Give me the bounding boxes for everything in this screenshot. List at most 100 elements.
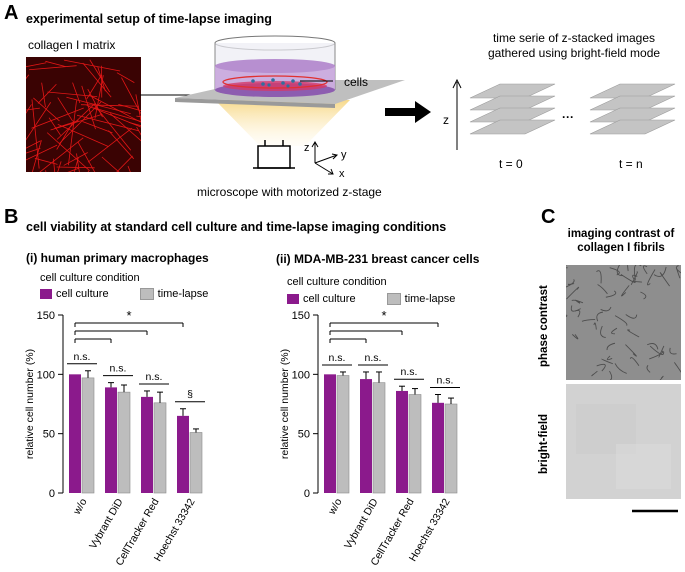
y-tick-label: 100	[37, 369, 55, 381]
phase-fiber	[571, 299, 584, 304]
collagen-fiber	[37, 83, 57, 104]
chart2-legend-title: cell culture condition	[287, 276, 387, 288]
chart1-title: (i) human primary macrophages	[26, 251, 209, 265]
panel-c-title-1: imaging contrast of	[567, 228, 675, 240]
phase-fiber	[627, 265, 629, 272]
x-tick-label: w/o	[71, 496, 90, 517]
collagen-fiber	[72, 82, 81, 104]
phase-fiber	[633, 265, 642, 280]
collagen-fiber	[116, 72, 135, 83]
panel-c-title-2: collagen I fibrils	[577, 242, 665, 254]
phase-fiber	[581, 319, 596, 322]
collagen-fiber	[50, 113, 103, 131]
bar	[177, 415, 189, 493]
collagen-fiber	[33, 97, 60, 122]
collagen-fiber	[86, 105, 141, 128]
significance-label: §	[187, 389, 193, 401]
chart2-title: (ii) MDA-MB-231 breast cancer cells	[276, 252, 480, 266]
collagen-fiber	[57, 97, 74, 122]
cells-label: cells	[344, 75, 369, 89]
bar	[360, 379, 372, 493]
bar	[444, 403, 458, 494]
phase-fiber	[625, 314, 638, 319]
legend-lapse-swatch	[139, 288, 154, 301]
collagen-fiber	[63, 152, 88, 166]
collagen-fiber	[82, 62, 112, 98]
bar	[105, 387, 117, 493]
collagen-fiber	[97, 66, 106, 92]
phase-fiber	[647, 269, 656, 286]
phase-fiber	[614, 315, 628, 326]
stack-tn-label: t = n	[619, 157, 643, 171]
collagen-fiber	[31, 140, 42, 172]
phase-fiber	[616, 265, 623, 277]
panel-b-letter: B	[4, 206, 19, 228]
y-tick-label: 0	[49, 488, 55, 500]
phase-fiber	[570, 305, 581, 312]
collagen-fiber	[108, 130, 135, 160]
phase-fiber	[572, 334, 579, 340]
collagen-fiber	[87, 127, 133, 163]
y-tick-label: 100	[292, 369, 310, 381]
significance-star: *	[126, 308, 131, 323]
bar	[69, 374, 81, 493]
bar	[141, 396, 153, 493]
bar	[324, 374, 336, 493]
collagen-fiber	[48, 117, 61, 136]
phase-contrast-image	[566, 265, 681, 380]
y-tick-label: 150	[292, 310, 310, 322]
collagen-fiber	[80, 104, 139, 107]
phase-fiber	[625, 344, 637, 357]
z-stack-slice	[469, 119, 556, 135]
phase-fiber	[596, 311, 604, 322]
phase-fiber	[630, 271, 638, 286]
legend-culture-label: cell culture	[56, 288, 109, 300]
collagen-fiber	[89, 59, 111, 93]
phase-fiber	[659, 375, 664, 380]
collagen-fiber	[26, 62, 47, 68]
bar	[117, 391, 131, 494]
phase-contrast-text: phase contrast	[538, 285, 550, 367]
collagen-fiber	[81, 85, 96, 130]
collagen-fiber	[29, 65, 77, 71]
collagen-fiber	[73, 157, 79, 172]
stack-title-line2: gathered using bright-field mode	[487, 46, 661, 60]
stack-t0-label: t = 0	[499, 157, 523, 171]
bar	[372, 382, 386, 494]
bar	[396, 390, 408, 493]
scale-bar	[632, 509, 678, 513]
phase-fiber	[627, 329, 640, 338]
axis-z-label: z	[304, 142, 310, 154]
phase-fiber	[674, 362, 681, 373]
collagen-fiber	[67, 167, 79, 172]
collagen-fiber	[57, 161, 62, 172]
legend2-culture-label: cell culture	[303, 293, 356, 305]
collagen-fiber	[128, 121, 141, 127]
collagen-fiber	[26, 140, 41, 149]
legend-lapse-label: time-lapse	[157, 288, 209, 300]
collagen-fiber	[26, 107, 40, 111]
collagen-fiber	[82, 121, 113, 134]
phase-fiber	[606, 355, 613, 361]
panel-a-letter: A	[4, 2, 19, 24]
arrow-right-icon	[385, 101, 431, 123]
significance-label: n.s.	[437, 375, 454, 387]
collagen-fiber	[34, 157, 58, 165]
phase-fiber	[591, 370, 598, 377]
phase-fiber	[658, 345, 665, 358]
collagen-fiber	[45, 60, 66, 68]
x-tick-label: w/o	[326, 496, 345, 517]
phase-fiber	[601, 358, 614, 365]
bar	[408, 394, 422, 494]
phase-fiber	[621, 285, 630, 297]
collagen-fiber	[31, 107, 84, 129]
phase-fiber	[659, 272, 670, 287]
bright-field-text: bright-field	[538, 413, 550, 474]
stack-title-line1: time serie of z-stacked images	[492, 31, 656, 45]
collagen-matrix-image	[26, 57, 141, 172]
collagen-fiber	[121, 77, 141, 114]
phase-fiber	[600, 325, 606, 338]
collagen-fiber	[56, 120, 75, 150]
z-stack-slice	[589, 119, 676, 135]
y-axis-label: relative cell number (%)	[279, 349, 291, 459]
